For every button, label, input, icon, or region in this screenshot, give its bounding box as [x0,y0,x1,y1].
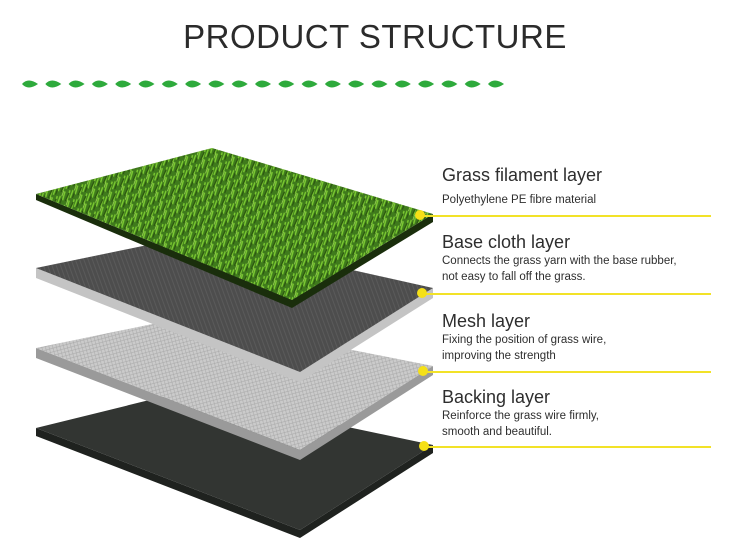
mesh-layer-label: Mesh layer Fixing the position of grass … [442,311,606,364]
leader-lines [415,210,711,451]
leaf-icon [45,80,62,88]
layer-description: Fixing the position of grass wire, [442,334,607,346]
backing-marker-dot [419,441,429,451]
grass-marker-dot [415,210,425,220]
leaf-icon [22,80,38,88]
layer-description: smooth and beautiful. [442,426,552,438]
mesh-marker-dot [418,366,428,376]
layer-description: Reinforce the grass wire firmly, [442,410,599,422]
leaf-icon [488,80,504,88]
leaf-icon [324,80,341,88]
page-title: PRODUCT STRUCTURE [183,18,567,55]
leaf-icon [394,80,411,88]
base-cloth-layer-label: Base cloth layer Connects the grass yarn… [442,232,677,285]
leaf-icon [255,80,271,88]
layer-name: Backing layer [442,387,551,407]
layer-description: improving the strength [442,350,556,362]
leaf-icon [301,80,318,88]
leaf-icon [441,80,458,88]
base-cloth-marker-dot [417,288,427,298]
layer-description: Polyethylene PE fibre material [442,194,597,206]
leaf-icon [185,80,202,88]
leaf-icon [91,80,108,88]
layer-name: Grass filament layer [442,165,603,185]
leaf-icon [231,80,248,88]
layer-name: Base cloth layer [442,232,571,252]
leaf-icon [161,80,178,88]
leaf-icon [418,80,435,88]
layer-description: Connects the grass yarn with the base ru… [442,255,677,267]
leaf-icon [68,80,85,88]
leaf-icon [115,80,132,88]
leaf-icon [278,80,295,88]
leaf-icon [464,80,481,88]
layer-name: Mesh layer [442,311,531,331]
grass-layer-label: Grass filament layer Polyethylene PE fib… [442,165,602,208]
leaf-icon [208,80,225,88]
leaf-divider [22,80,504,88]
grass-layer [36,148,433,308]
leaf-icon [138,80,155,88]
leaf-icon [371,80,388,88]
backing-layer-label: Backing layer Reinforce the grass wire f… [442,387,599,440]
leaf-icon [348,80,365,88]
layer-description: not easy to fall off the grass. [442,271,586,283]
